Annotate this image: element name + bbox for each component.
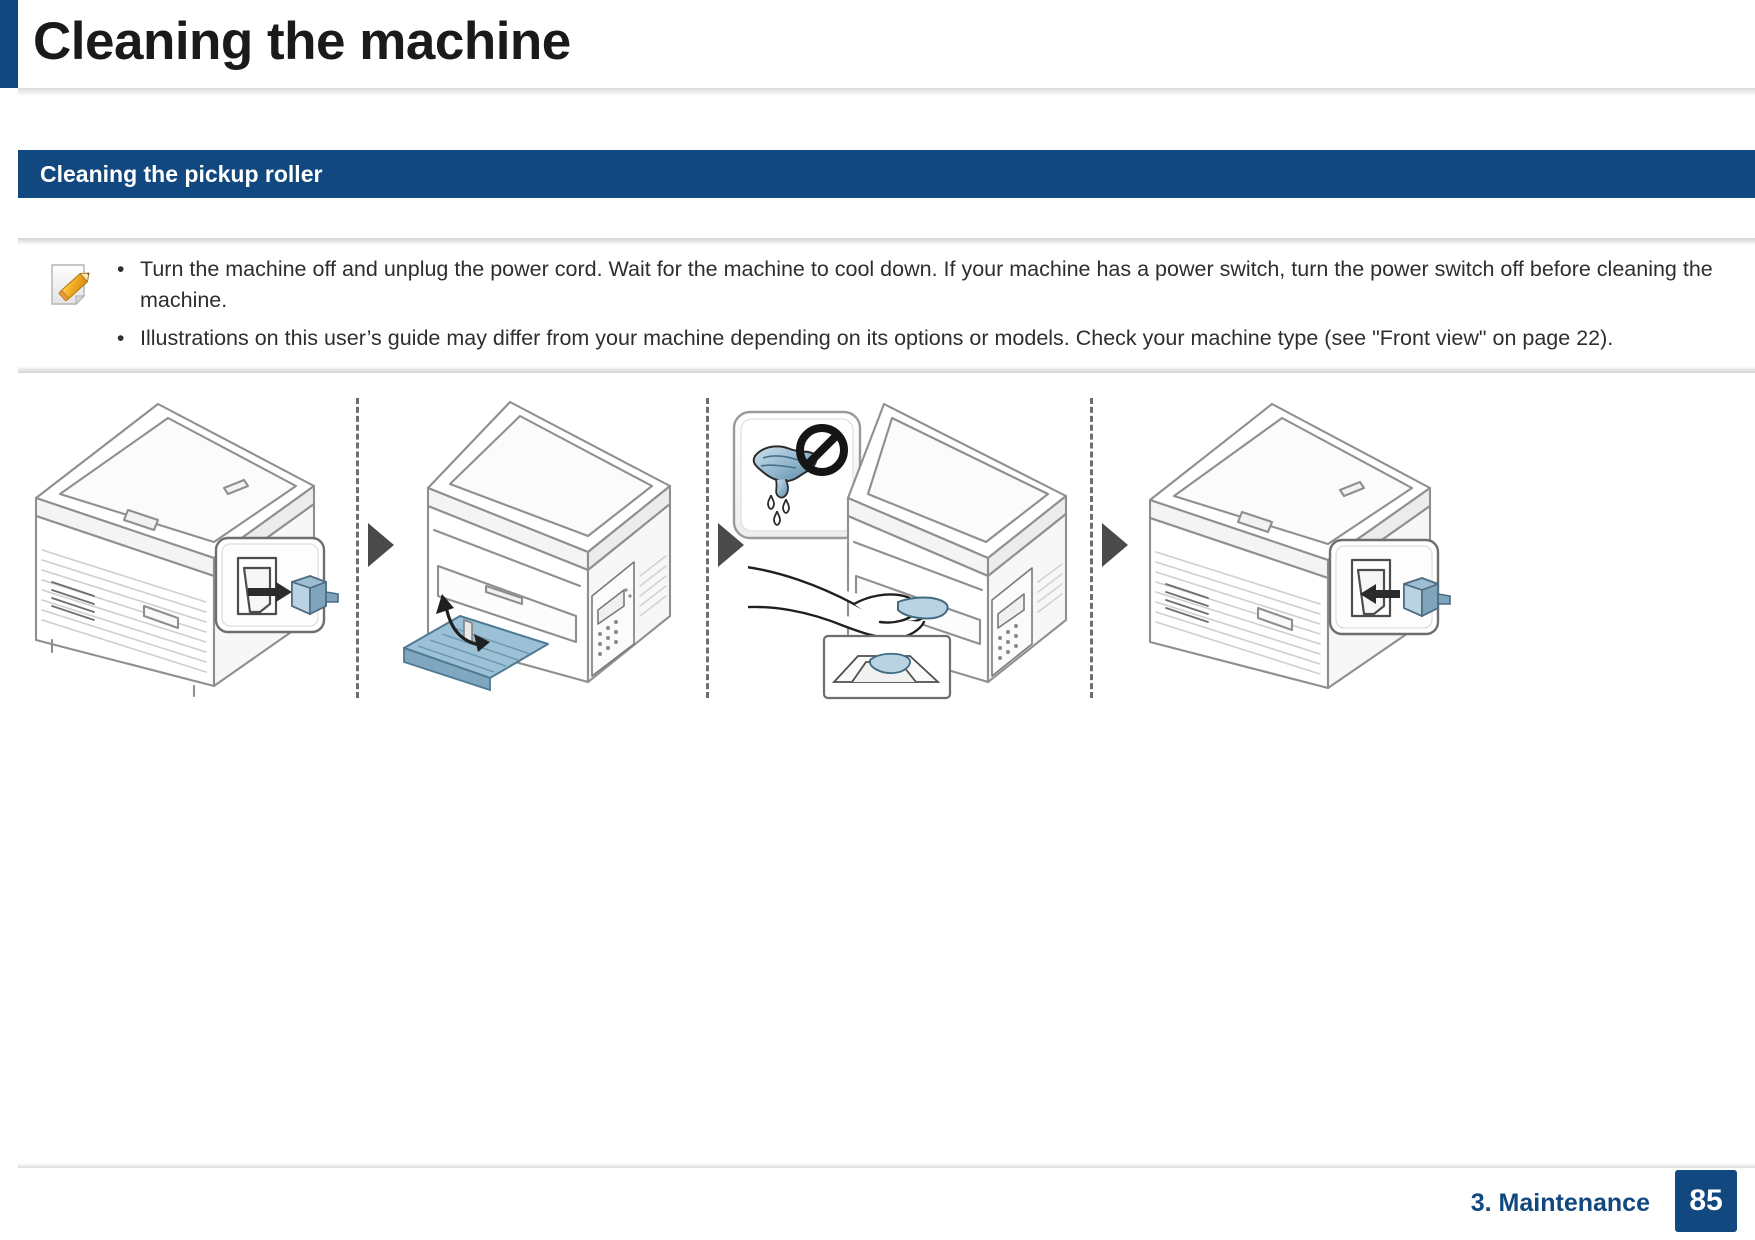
power-socket-callout: [1328, 538, 1458, 648]
title-accent-bar: [0, 0, 18, 88]
note-list-item: • Illustrations on this user’s guide may…: [108, 323, 1739, 354]
illustration-step-plug-power-cord-back: [1128, 390, 1488, 720]
title-divider: [18, 88, 1755, 96]
note-list: • Turn the machine off and unplug the po…: [108, 254, 1739, 361]
page-number-badge: 85: [1675, 1170, 1737, 1232]
no-wet-cloth-warning: [730, 408, 865, 543]
page-title: Cleaning the machine: [33, 12, 571, 71]
note-item-text: Illustrations on this user’s guide may d…: [140, 326, 1614, 350]
page-header: Cleaning the machine: [0, 0, 1755, 88]
power-plug-icon: [1403, 577, 1451, 618]
section-heading-bar: Cleaning the pickup roller: [18, 150, 1755, 198]
illustration-step-open-paper-tray: [398, 390, 698, 720]
prohibition-icon: [796, 424, 848, 476]
section-heading-label: Cleaning the pickup roller: [40, 161, 323, 187]
note-top-divider: [18, 238, 1755, 245]
bullet-glyph: •: [117, 327, 125, 350]
step-arrow-icon: [1102, 523, 1128, 567]
note-item-text: Turn the machine off and unplug the powe…: [140, 257, 1713, 312]
note-bottom-divider: [18, 366, 1755, 373]
power-plug-icon: [291, 575, 339, 616]
water-drop-icon: [767, 494, 790, 526]
step-arrow-icon: [368, 523, 394, 567]
step-divider: [706, 398, 712, 698]
note-pencil-icon: [48, 260, 92, 308]
footer-chapter-label: 3. Maintenance: [1470, 1189, 1650, 1217]
step-divider: [1090, 398, 1096, 698]
illustration-step-wipe-pickup-roller: [732, 390, 1098, 720]
note-callout: • Turn the machine off and unplug the po…: [18, 238, 1755, 373]
hand-with-cloth: [748, 566, 930, 640]
page-footer: 3. Maintenance 85: [0, 1148, 1755, 1240]
pickup-roller-detail: [822, 634, 952, 700]
footer-divider: [18, 1163, 1755, 1168]
paper-tray: [403, 615, 549, 692]
note-list-item: • Turn the machine off and unplug the po…: [108, 254, 1739, 316]
procedure-illustration-strip: [18, 390, 1755, 720]
power-socket-callout: [214, 536, 339, 636]
step-divider: [356, 398, 362, 698]
illustration-step-unplug-power-cord: [18, 390, 348, 720]
bullet-glyph: •: [117, 258, 125, 281]
